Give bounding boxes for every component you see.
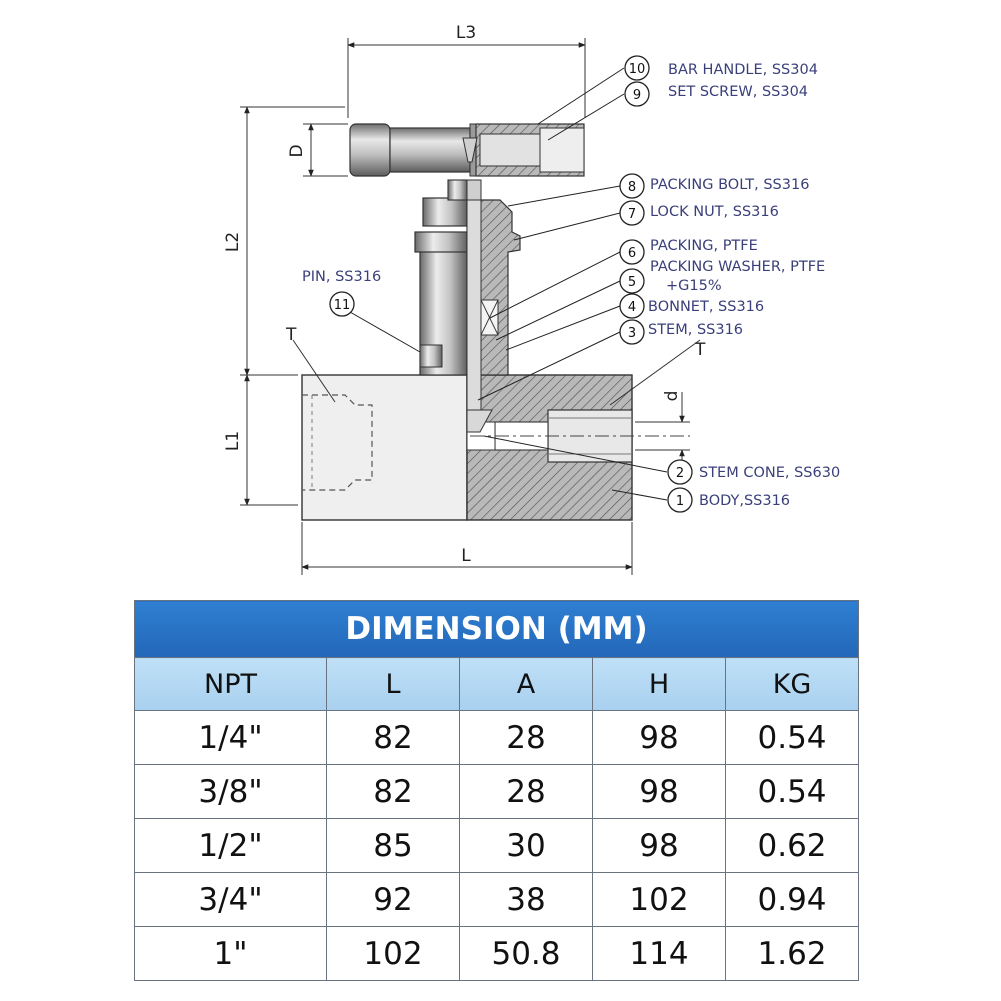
cell-h: 98 [592,818,726,873]
cell-h: 98 [592,710,726,765]
callout-9: 9 SET SCREW, SS304 [624,81,808,107]
cell-npt: 1/2" [134,818,327,873]
table-row: 1/4" 82 28 98 0.54 [134,710,860,765]
callout-number: 3 [628,326,636,341]
cell-a: 30 [459,818,593,873]
dimension-table: DIMENSION (MM) NPT L A H KG 1/4" 82 28 9… [133,600,860,981]
callout-11: 11 PIN, SS316 [302,269,381,317]
dim-label-t-left: T [285,325,297,345]
cell-kg: 0.54 [724,710,860,765]
callout-label: LOCK NUT, SS316 [650,204,779,220]
callout-number: 8 [628,180,636,195]
cell-l: 102 [326,926,460,981]
callout-number: 7 [628,207,636,222]
cell-npt: 3/4" [134,872,327,927]
callout-label: SET SCREW, SS304 [668,84,808,100]
callout-number: 11 [334,298,351,313]
cell-l: 82 [326,710,460,765]
cell-h: 114 [592,926,726,981]
cell-l: 85 [326,818,460,873]
header-l: L [326,657,460,711]
cell-h: 98 [592,764,726,819]
table-row: 1" 102 50.8 114 1.62 [134,926,860,981]
callout-1: 1 BODY,SS316 [667,487,790,513]
table-header-row: NPT L A H KG [134,657,860,711]
callout-10: 10 BAR HANDLE, SS304 [624,55,818,81]
table-title: DIMENSION (MM) [133,600,860,658]
callout-2: 2 STEM CONE, SS630 [667,459,840,485]
callout-number: 9 [633,88,641,103]
valve-drawing: L3 L2 L1 D L d T T 10 BAR HANDLE, SS304 … [223,23,840,575]
cell-l: 82 [326,764,460,819]
cell-kg: 0.54 [724,764,860,819]
dim-label-l1: L1 [223,431,243,451]
dim-label-l: L [461,546,471,566]
dim-label-l2: L2 [223,232,243,252]
dimension-lines [240,38,690,575]
valve-body [301,374,690,521]
table-title-row: DIMENSION (MM) [133,600,860,658]
header-npt: NPT [134,657,327,711]
table-row: 3/4" 92 38 102 0.94 [134,872,860,927]
thread-leaders [292,339,701,406]
callout-number: 2 [676,466,684,481]
callout-number: 6 [628,246,636,261]
dim-label-t-right: T [694,340,706,360]
cell-a: 50.8 [459,926,593,981]
callout-8: 8 PACKING BOLT, SS316 [619,173,809,199]
callout-number: 4 [628,300,636,315]
cell-kg: 1.62 [724,926,860,981]
cell-h: 102 [592,872,726,927]
callout-label: PACKING WASHER, PTFE [650,259,825,275]
valve-bonnet-assembly [414,179,521,433]
callout-number: 10 [629,62,646,77]
callout-label: STEM, SS316 [648,322,743,338]
dim-label-d-upper: D [287,144,307,157]
cell-a: 28 [459,764,593,819]
cell-l: 92 [326,872,460,927]
cell-npt: 1/4" [134,710,327,765]
cell-npt: 1" [134,926,327,981]
callout-number: 1 [676,494,684,509]
cell-npt: 3/8" [134,764,327,819]
cell-kg: 0.62 [724,818,860,873]
callout-label: PACKING, PTFE [650,238,758,254]
header-a: A [459,657,593,711]
callout-4: 4 BONNET, SS316 [619,293,764,319]
callout-7: 7 LOCK NUT, SS316 [619,200,779,226]
callout-leaders [349,67,668,501]
cell-kg: 0.94 [724,872,860,927]
callout-label: PACKING BOLT, SS316 [650,177,809,193]
callout-label: BODY,SS316 [699,493,790,509]
callout-label-line2: +G15% [666,278,722,294]
table-row: 1/2" 85 30 98 0.62 [134,818,860,873]
dim-label-l3: L3 [456,23,476,43]
cell-a: 38 [459,872,593,927]
callout-6: 6 PACKING, PTFE [619,238,758,265]
dim-label-d-lower: d [662,391,682,402]
callout-label: STEM CONE, SS630 [699,465,840,481]
callout-label: PIN, SS316 [302,269,381,285]
header-h: H [592,657,726,711]
table-row: 3/8" 82 28 98 0.54 [134,764,860,819]
callout-5: 5 PACKING WASHER, PTFE +G15% [619,259,825,294]
cell-a: 28 [459,710,593,765]
callout-3: 3 STEM, SS316 [619,319,743,345]
callout-label: BAR HANDLE, SS304 [668,62,818,78]
callout-number: 5 [628,275,636,290]
valve-bar-handle [349,123,585,177]
callout-label: BONNET, SS316 [648,299,764,315]
header-kg: KG [724,657,860,711]
